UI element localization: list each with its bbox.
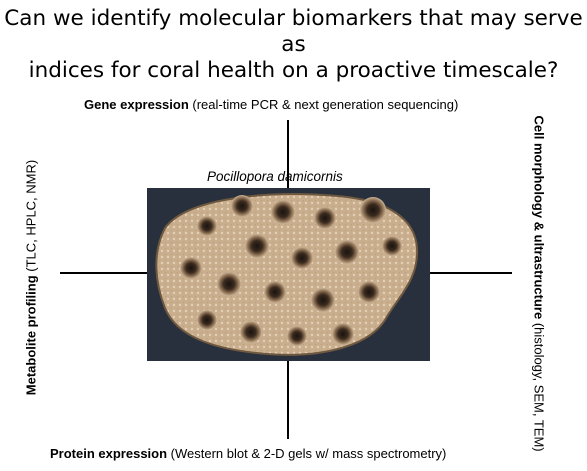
page-title: Can we identify molecular biomarkers tha… — [0, 6, 587, 84]
cell-morphology-methods: (histology, SEM, TEM) — [531, 319, 547, 452]
coral-polyps — [180, 195, 402, 346]
title-line-2: indices for coral health on a proactive … — [28, 58, 559, 83]
axis-line-right — [430, 272, 512, 274]
coral-photo — [147, 188, 430, 361]
gene-expression-title: Gene expression — [84, 97, 189, 112]
metabolite-profiling-title: Metabolite profiling — [23, 275, 39, 396]
protein-expression-label: Protein expression (Western blot & 2-D g… — [50, 446, 446, 461]
cell-morphology-label: Cell morphology & ultrastructure (histol… — [531, 115, 547, 452]
metabolite-profiling-label: Metabolite profiling (TLC, HPLC, NMR) — [24, 153, 39, 403]
coral-illustration — [147, 188, 430, 361]
gene-expression-label: Gene expression (real-time PCR & next ge… — [84, 97, 458, 112]
cell-morphology-title: Cell morphology & ultrastructure — [531, 115, 547, 320]
title-line-1: Can we identify molecular biomarkers tha… — [4, 6, 583, 57]
axis-line-left — [60, 272, 147, 274]
species-caption: Pocillopora damicornis — [207, 169, 343, 184]
axis-line-bottom — [287, 361, 289, 439]
protein-expression-methods: (Western blot & 2-D gels w/ mass spectro… — [167, 446, 447, 461]
gene-expression-methods: (real-time PCR & next generation sequenc… — [188, 97, 459, 112]
metabolite-profiling-methods: (TLC, HPLC, NMR) — [23, 159, 39, 276]
protein-expression-title: Protein expression — [50, 446, 168, 461]
axis-line-top — [287, 120, 289, 188]
